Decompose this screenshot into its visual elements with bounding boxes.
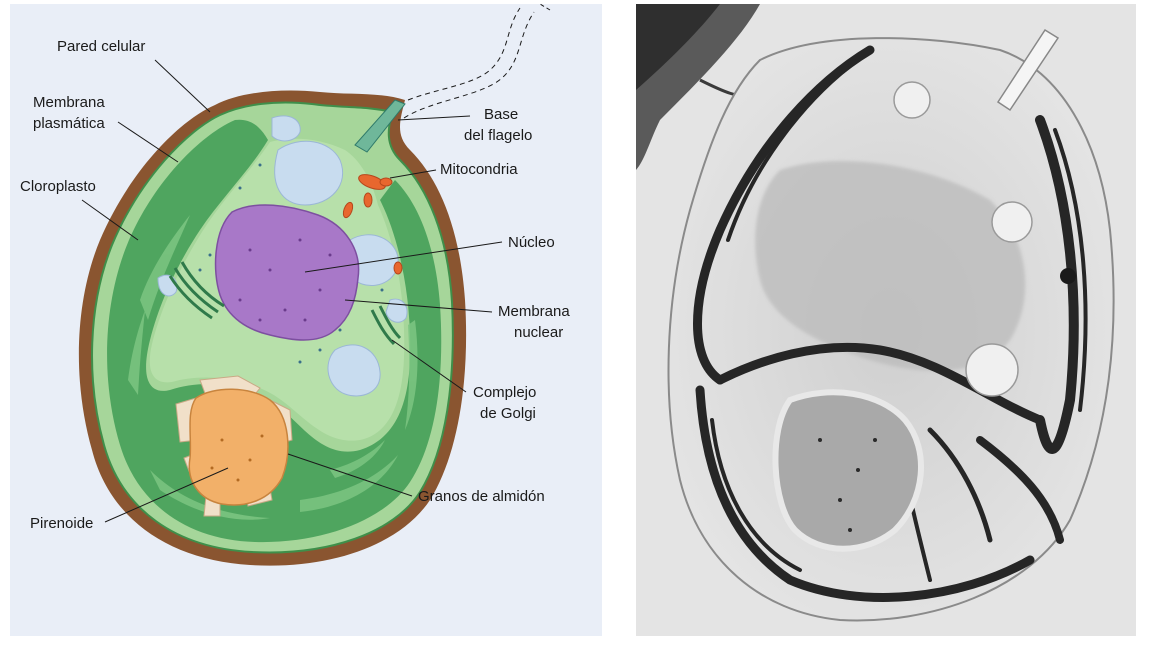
- nucleus-dots: [238, 238, 332, 322]
- mitochondria: [342, 174, 403, 275]
- leader-nucleo: [304, 241, 503, 273]
- flagellum-base: [354, 99, 406, 153]
- label-membrana-plasmatica-1: Membrana: [33, 94, 105, 111]
- label-pared-celular: Pared celular: [57, 38, 145, 55]
- label-base-flagelo-2: del flagelo: [464, 127, 532, 144]
- label-membrana-nuclear-1: Membrana: [498, 303, 570, 320]
- label-base-flagelo-1: Base: [484, 106, 518, 123]
- label-granos-almidon: Granos de almidón: [418, 488, 545, 505]
- label-complejo-golgi-1: Complejo: [473, 384, 536, 401]
- leader-cloroplasto: [81, 199, 139, 241]
- pyrenoid: [188, 388, 289, 506]
- golgi-left: [168, 261, 225, 320]
- cytoplasm-granules: [198, 163, 384, 364]
- leader-membrana-plasmatica: [117, 121, 179, 163]
- micrograph-chloroplast: [693, 45, 1088, 602]
- label-complejo-golgi-2: de Golgi: [480, 405, 536, 422]
- micrograph-pyrenoid-dots: [818, 438, 877, 532]
- micrograph-dense-body: [1060, 268, 1076, 284]
- leader-pared-celular: [154, 59, 211, 113]
- label-pirenoide: Pirenoide: [30, 515, 93, 532]
- nucleus: [214, 204, 360, 341]
- label-cloroplasto: Cloroplasto: [20, 178, 96, 195]
- pyrenoid-dots: [210, 434, 264, 482]
- label-membrana-nuclear-2: nuclear: [514, 324, 563, 341]
- label-membrana-plasmatica-2: plasmática: [33, 115, 105, 132]
- leader-pirenoide: [104, 467, 229, 523]
- label-nucleo: Núcleo: [508, 234, 555, 251]
- golgi-right: [370, 305, 402, 346]
- micrograph-panel: [636, 4, 1136, 636]
- leader-mitocondria: [389, 169, 437, 179]
- micrograph-pyrenoid: [772, 389, 924, 552]
- micrograph-vacuoles: [893, 81, 1033, 397]
- flagellum: [391, 3, 551, 119]
- leader-base-flagelo: [397, 115, 471, 121]
- label-mitocondria: Mitocondria: [440, 161, 518, 178]
- leader-complejo-golgi: [391, 339, 467, 393]
- micrograph-flagellum: [996, 28, 1060, 112]
- leader-granos-almidon: [287, 453, 413, 497]
- leader-membrana-nuclear: [344, 299, 493, 313]
